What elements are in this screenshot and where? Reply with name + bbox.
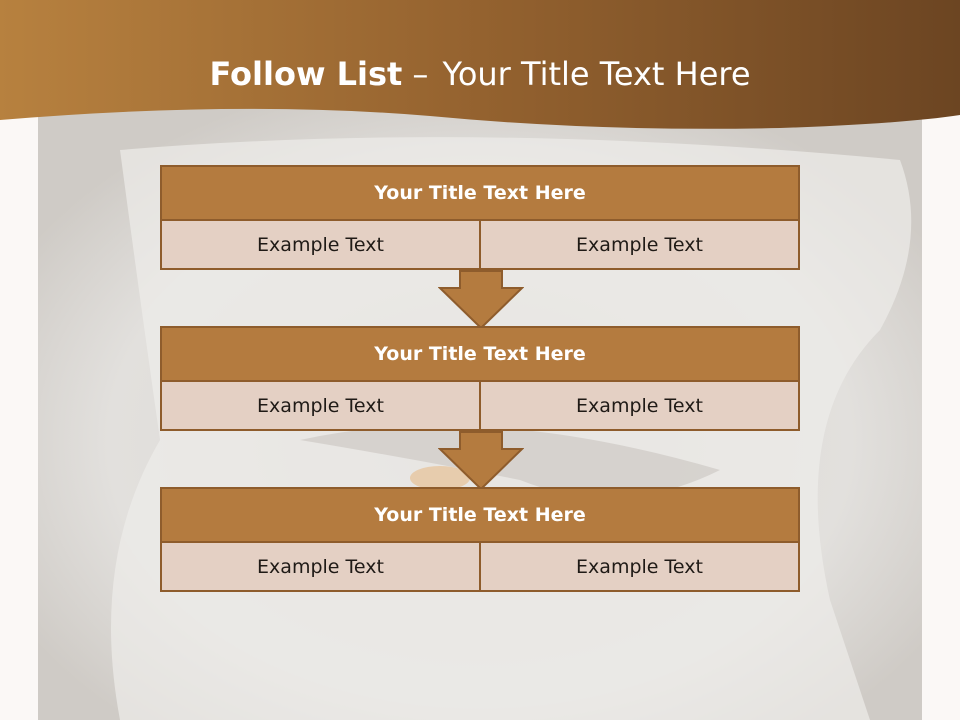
step-row: Example Text Example Text [160, 221, 800, 270]
slide-title-rest: Your Title Text Here [442, 55, 751, 93]
down-arrow-icon [438, 431, 524, 491]
header-band [0, 0, 960, 129]
slide-title: Follow List– Your Title Text Here [0, 55, 960, 93]
step-cell-right: Example Text [481, 221, 800, 270]
step-cell-left: Example Text [160, 221, 481, 270]
slide-title-separator: – [412, 55, 429, 93]
down-arrow-icon [438, 270, 524, 330]
step-block-3: Your Title Text Here Example Text Exampl… [160, 487, 800, 592]
flower-center [410, 466, 470, 490]
step-cell-right: Example Text [481, 543, 800, 592]
step-title: Your Title Text Here [160, 326, 800, 382]
step-row: Example Text Example Text [160, 382, 800, 431]
step-cell-left: Example Text [160, 543, 481, 592]
step-title: Your Title Text Here [160, 165, 800, 221]
step-cell-left: Example Text [160, 382, 481, 431]
step-block-2: Your Title Text Here Example Text Exampl… [160, 326, 800, 431]
step-row: Example Text Example Text [160, 543, 800, 592]
slide-title-bold: Follow List [209, 55, 403, 93]
step-cell-right: Example Text [481, 382, 800, 431]
step-block-1: Your Title Text Here Example Text Exampl… [160, 165, 800, 270]
step-title: Your Title Text Here [160, 487, 800, 543]
